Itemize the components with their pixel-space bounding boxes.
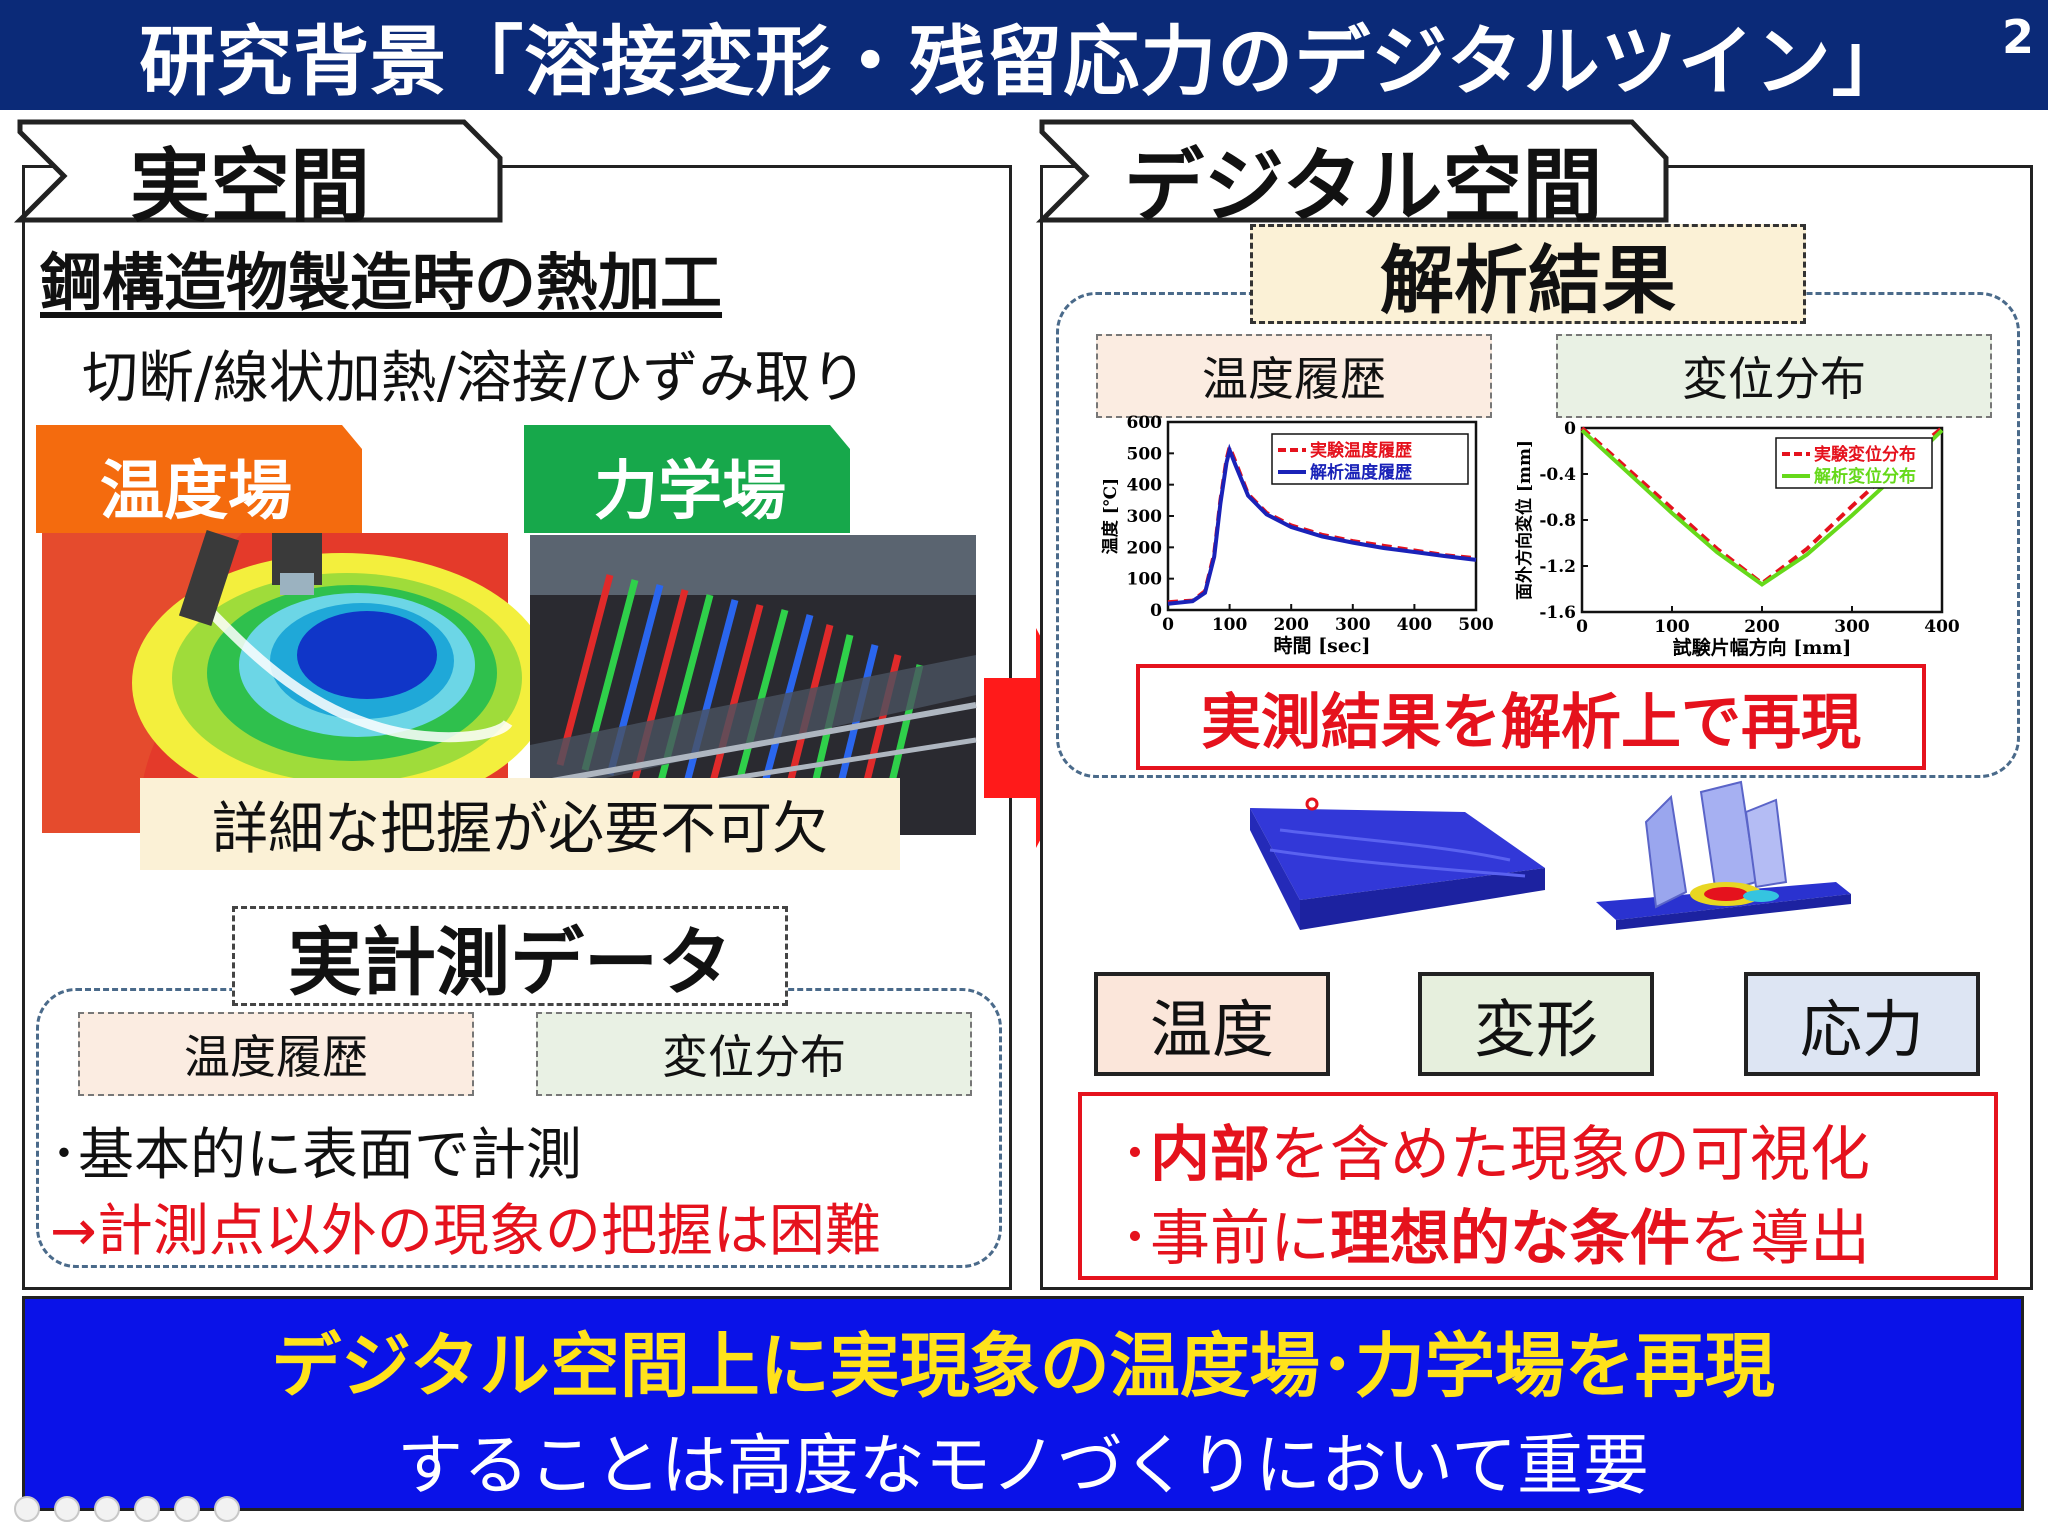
x-axis-label: 時間 [sec] <box>1274 635 1371 657</box>
digital-space-tab-shape <box>1035 119 1669 223</box>
legend-label: 解析変位分布 <box>1814 466 1916 487</box>
y-tick-label: 0 <box>1150 601 1162 621</box>
benefit1-rest: を含めた現象の可視化 <box>1270 1120 1870 1190</box>
benefit2-emphasis: 理想的な条件 <box>1330 1204 1690 1274</box>
y-tick-label: -0.4 <box>1539 465 1576 485</box>
mechanics-banner-shape <box>524 425 850 533</box>
more-options-icon[interactable] <box>214 1496 240 1522</box>
x-tick-label: 100 <box>1654 617 1690 637</box>
series-line-1 <box>1580 426 1944 586</box>
x-tick-label: 200 <box>1273 615 1309 635</box>
zoom-icon[interactable] <box>174 1496 200 1522</box>
title-bar <box>0 0 2048 110</box>
y-tick-label: 200 <box>1127 538 1163 558</box>
benefit-visualization: ･内部を含めた現象の可視化 <box>1120 1106 1870 1193</box>
x-tick-label: 300 <box>1335 615 1371 635</box>
temperature-field-image <box>42 529 552 833</box>
y-axis-label: 温度 [℃] <box>1100 478 1121 554</box>
benefits-box <box>1078 1092 1998 1280</box>
x-tick-label: 0 <box>1576 617 1588 637</box>
measured-temperature-history: 温度履歴 <box>78 1012 474 1096</box>
analysis-label: 解析結果 <box>1250 224 1806 324</box>
legend-label: 実験温度履歴 <box>1310 440 1412 461</box>
plate-fem-model-image <box>1250 797 1545 930</box>
x-tick-label: 300 <box>1834 617 1870 637</box>
next-slide-icon[interactable] <box>54 1496 80 1522</box>
temperature-history-chart: 0 100 200 300 400 500 0 100 200 300 400 500 600 時間 [s… <box>1100 413 1494 657</box>
analysis-temperature-history: 温度履歴 <box>1096 334 1492 418</box>
slideshow-controls <box>14 1496 240 1522</box>
benefit1-emphasis: 内部 <box>1150 1120 1270 1190</box>
benefit2-prefix: ･事前に <box>1120 1204 1330 1274</box>
legend-box <box>1775 437 1933 489</box>
pen-icon[interactable] <box>94 1496 120 1522</box>
digital-space-tab-label: デジタル空間 <box>1124 140 1603 233</box>
conclusion-line1: デジタル空間上に実現象の温度場･力学場を再現 <box>271 1325 1775 1407</box>
output-deformation: 変形 <box>1418 972 1654 1076</box>
y-tick-label: 0 <box>1564 419 1576 439</box>
output-stress: 応力 <box>1744 972 1980 1076</box>
output-temperature: 温度 <box>1094 972 1330 1076</box>
arrow-right-icon <box>984 628 1094 848</box>
series-line-2 <box>1167 443 1477 606</box>
real-space-tab-label: 実空間 <box>130 140 370 233</box>
previous-slide-icon[interactable] <box>14 1496 40 1522</box>
y-tick-label: 500 <box>1127 444 1163 464</box>
x-tick-label: 400 <box>1397 615 1433 635</box>
slide-title: 研究背景「溶接変形・残留応力のデジタルツイン」 <box>139 17 1909 106</box>
real-space-heading: 鋼構造物製造時の熱加工 <box>40 246 723 319</box>
legend-box <box>1271 433 1469 485</box>
benefit-condition-derivation: ･事前に理想的な条件を導出 <box>1120 1190 1870 1277</box>
need-callout: 詳細な把握が必要不可欠 <box>140 778 900 870</box>
temperature-banner-label: 温度場 <box>100 455 292 529</box>
structure-fem-model-image <box>1596 780 1851 930</box>
process-list: 切断/線状加熱/溶接/ひずみ取り <box>82 346 867 411</box>
slides-grid-icon[interactable] <box>134 1496 160 1522</box>
y-tick-label: 100 <box>1127 570 1163 590</box>
benefit2-rest: を導出 <box>1690 1204 1870 1274</box>
conclusion-line2: することは高度なモノづくりにおいて重要 <box>396 1427 1650 1504</box>
x-tick-label: 0 <box>1162 615 1174 635</box>
measurement-label: 実計測データ <box>232 906 788 1006</box>
page-number: 2 <box>2001 10 2034 64</box>
y-tick-label: -1.2 <box>1539 557 1576 577</box>
y-tick-label: 400 <box>1127 476 1163 496</box>
x-axis-label: 試験片幅方向 [mm] <box>1673 636 1852 659</box>
analysis-displacement: 変位分布 <box>1556 334 1992 418</box>
x-tick-label: 500 <box>1458 615 1494 635</box>
measurement-note: ･基本的に表面で計測 <box>50 1123 582 1188</box>
displacement-chart: 0 100 200 300 400 0 -0.4 -0.8 -1.2 -1.6 試験片幅方向 [mm… <box>1514 419 1960 659</box>
y-tick-label: -0.8 <box>1539 511 1576 531</box>
result-callout: 実測結果を解析上で再現 <box>1136 664 1926 770</box>
benefit1-prefix: ･ <box>1120 1120 1150 1190</box>
y-axis-label: 面外方向変位 [mm] <box>1514 440 1535 600</box>
legend-label: 解析温度履歴 <box>1310 462 1412 483</box>
temperature-banner-shape <box>36 425 362 533</box>
conclusion-bar <box>22 1296 2024 1511</box>
y-tick-label: -1.6 <box>1539 603 1576 623</box>
x-tick-label: 400 <box>1924 617 1960 637</box>
x-tick-label: 100 <box>1212 615 1248 635</box>
mechanics-field-image <box>529 535 977 835</box>
x-tick-label: 200 <box>1744 617 1780 637</box>
y-tick-label: 600 <box>1127 413 1163 433</box>
mechanics-banner-label: 力学場 <box>594 455 786 529</box>
y-tick-label: 300 <box>1127 507 1163 527</box>
measured-displacement: 変位分布 <box>536 1012 972 1096</box>
real-space-tab-shape <box>13 119 503 223</box>
measurement-limitation: →計測点以外の現象の把握は困難 <box>50 1199 881 1264</box>
legend-label: 実験変位分布 <box>1814 444 1916 465</box>
